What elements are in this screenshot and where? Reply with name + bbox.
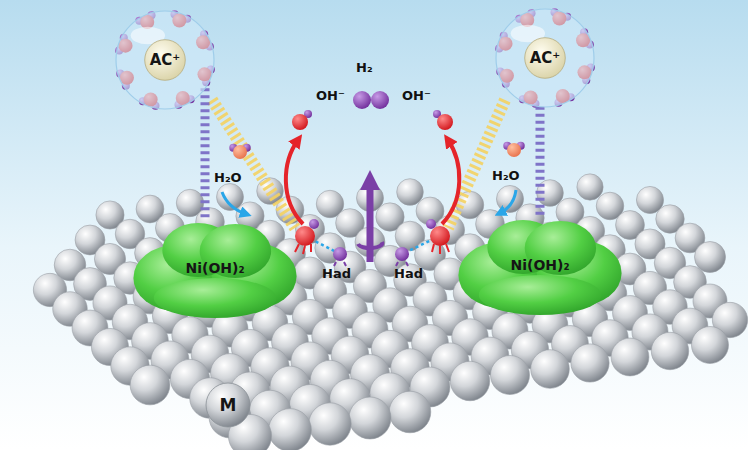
hydration-shell [116, 11, 214, 109]
molecule-label: H₂ [356, 60, 373, 76]
oxygen-atom [295, 226, 315, 246]
node-text-group: AC⁺ [115, 10, 215, 110]
molecule-label: H₂O [214, 170, 242, 186]
cation-interaction [536, 107, 545, 215]
node-text-group: Ni(OH)₂ [130, 218, 300, 318]
adsorbed-hydrogen [333, 247, 347, 261]
hydrated-cation: AC⁺ [495, 8, 595, 108]
hydrated-cation: AC⁺ [115, 10, 215, 110]
adsorbed-hydrogen [395, 247, 409, 261]
node-text-group: M [205, 382, 251, 428]
ion-label: OH⁻ [402, 88, 431, 104]
nickel-hydroxide-cluster: Ni(OH)₂ [130, 218, 300, 318]
metal-atom [349, 397, 391, 439]
node-label: Ni(OH)₂ [185, 260, 244, 276]
noncovalent-interaction [212, 100, 295, 228]
node-text-group: Ni(OH)₂ [455, 215, 625, 315]
ion-label: OH⁻ [316, 88, 345, 104]
node-label: AC⁺ [150, 51, 181, 69]
cation-core [145, 40, 186, 81]
hydrogen-atom [353, 91, 371, 109]
cluster-lobe [154, 278, 276, 318]
metal-atom [577, 174, 603, 200]
metal-atom [397, 179, 424, 206]
metal-atom [694, 241, 725, 272]
hydrogen-atom [426, 219, 436, 229]
oxygen-atom [233, 145, 247, 159]
metal-atom [130, 365, 170, 405]
oxygen-atom [292, 114, 308, 130]
metal-atom [691, 326, 728, 363]
molecule-label: H₂O [492, 168, 520, 184]
oxygen-atom [507, 143, 521, 157]
metal-atom [531, 350, 570, 389]
node-text-group: AC⁺ [495, 8, 595, 108]
adsorbate-label: Had [394, 266, 423, 282]
metal-atom [571, 344, 609, 382]
hydrogen-atom [309, 219, 319, 229]
metal-atom [309, 403, 351, 445]
nickel-hydroxide-cluster: Ni(OH)₂ [455, 215, 625, 315]
hydrogen-evolution-arrow [367, 180, 374, 262]
metal-atom-label: M [205, 382, 251, 428]
metal-atom [389, 391, 431, 433]
metal-sphere [206, 383, 250, 427]
hydroxide-release-arrow [442, 140, 459, 224]
node-label: AC⁺ [530, 49, 561, 67]
oxygen-atom [430, 226, 450, 246]
hydrogen-atom [371, 91, 389, 109]
node-label: M [220, 395, 237, 415]
water-dissociation-arrow [222, 192, 246, 214]
hydration-shell [496, 9, 594, 107]
node-label: Ni(OH)₂ [510, 257, 569, 273]
cation-core [525, 38, 566, 79]
hydroxide-release-arrow [286, 140, 303, 224]
water-dissociation-arrow [500, 190, 516, 213]
cation-interaction [201, 88, 210, 218]
metal-atom [450, 361, 489, 400]
surface-bond [334, 262, 408, 266]
cluster-lobe [479, 275, 601, 315]
metal-atom [611, 338, 649, 376]
metal-surface [33, 174, 747, 450]
metal-atom [490, 355, 529, 394]
oxygen-atom [437, 114, 453, 130]
metal-atom [651, 332, 688, 369]
metal-atom [269, 409, 312, 450]
adsorbate-label: Had [322, 266, 351, 282]
